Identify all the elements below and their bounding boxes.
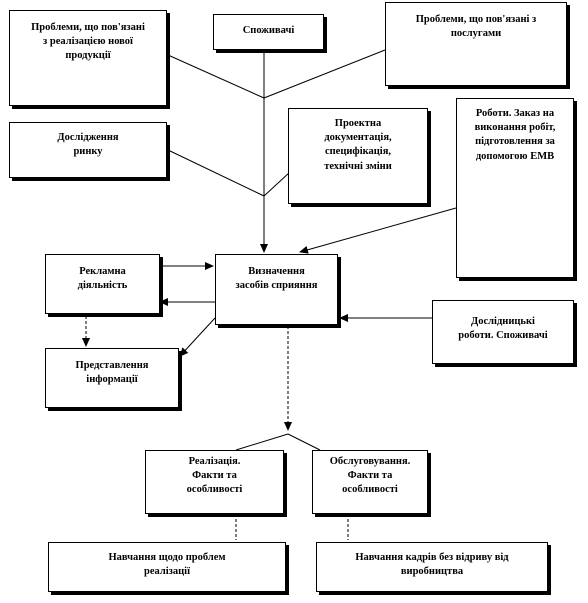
box-consumers: Споживачі <box>213 14 324 50</box>
box-market-research: Дослідження ринку <box>9 122 167 178</box>
box-project-documentation: Проектна документація, специфікація, тех… <box>288 108 428 204</box>
box-problems-new-products: Проблеми, що пов'язані з реалізацією нов… <box>9 10 167 106</box>
connector-problems-services-to-hub <box>263 49 386 99</box>
connector-problems-new-to-hub <box>167 54 265 99</box>
box-problems-services: Проблеми, що пов'язані з послугами <box>385 2 567 86</box>
connector-branch-right <box>287 433 321 451</box>
connector-works-to-definition <box>299 207 457 254</box>
connector-market-to-trunk <box>167 149 265 197</box>
box-definition-promotion: Визначення засобів сприяння <box>215 254 338 325</box>
connector-branch-left <box>235 433 289 451</box>
connector-definition-to-info <box>179 317 216 357</box>
connector-docs-to-trunk <box>263 171 291 197</box>
box-advertising: Рекламна діяльність <box>45 254 160 314</box>
box-service-facts: Обслуговування. Факти та особливості <box>312 450 428 514</box>
box-research-consumers: Дослідницькі роботи. Споживачі <box>432 300 574 364</box>
box-training-sales: Навчання щодо проблем реалізації <box>48 542 286 592</box>
box-sales-facts: Реалізація. Факти та особливості <box>145 450 284 514</box>
box-works-order: Роботи. Заказ на виконання робіт, підгот… <box>456 98 574 278</box>
box-information-presentation: Представлення інформації <box>45 348 179 408</box>
box-training-staff: Навчання кадрів без відриву від виробниц… <box>316 542 548 592</box>
